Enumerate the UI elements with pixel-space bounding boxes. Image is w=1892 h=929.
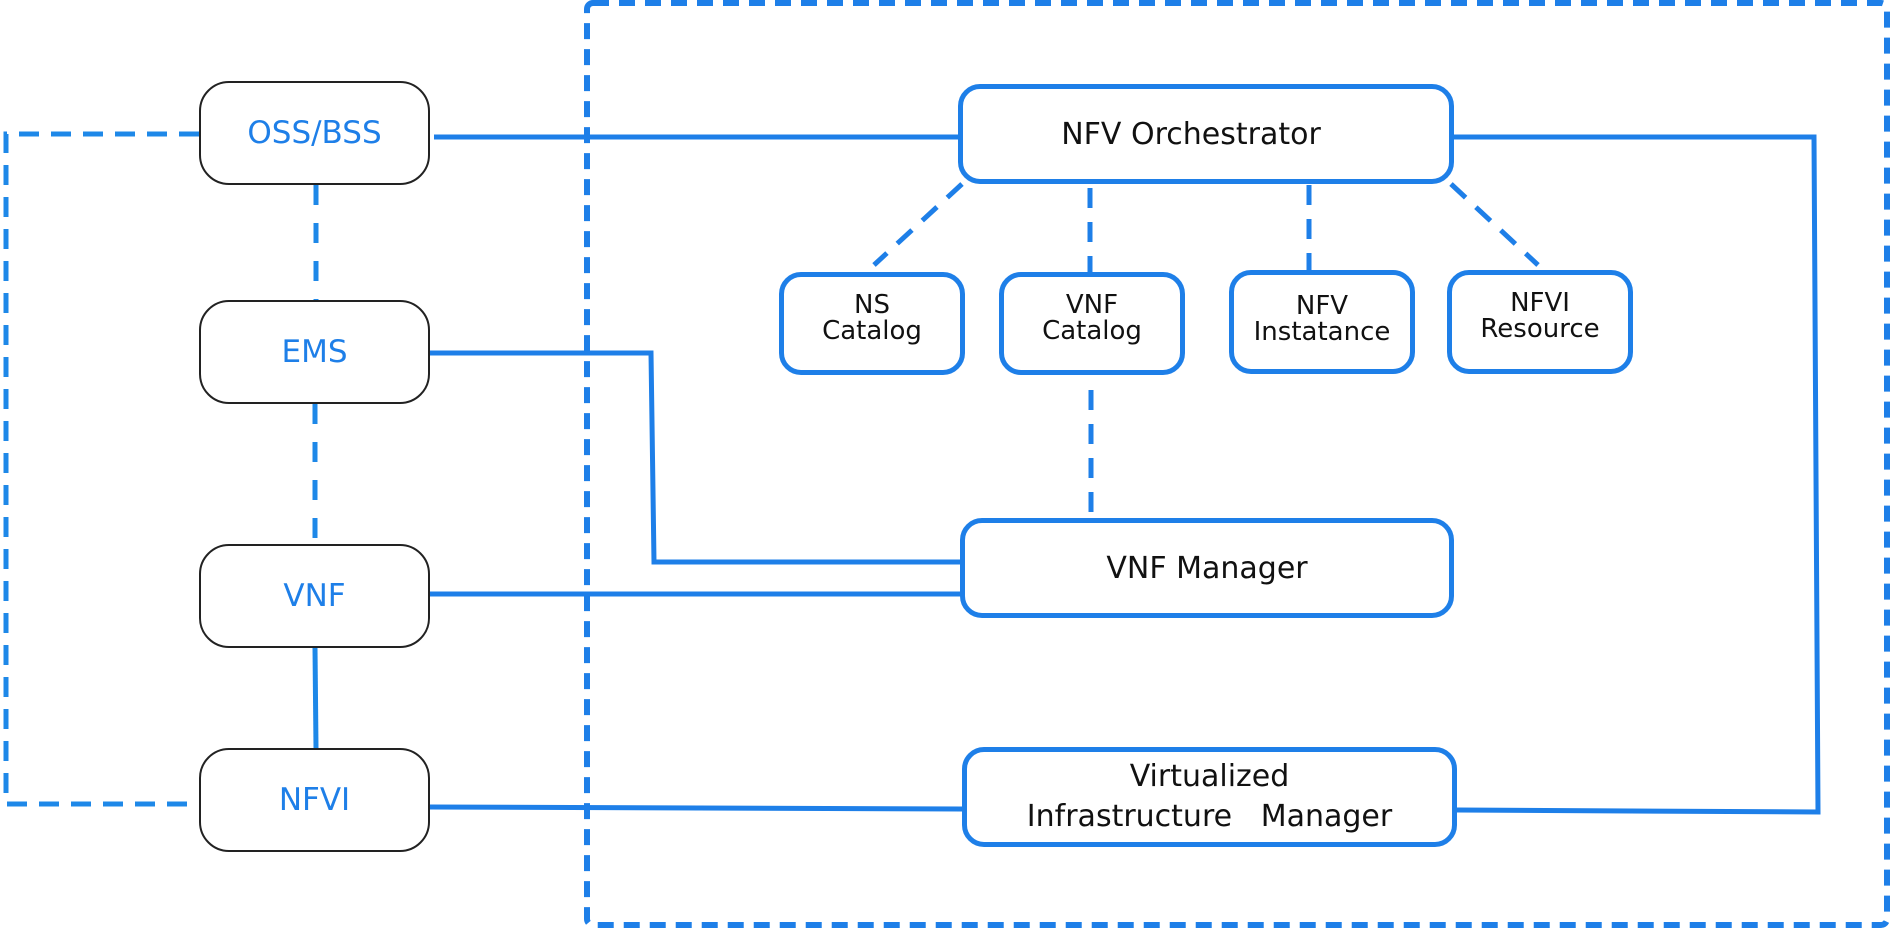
ems-label: EMS <box>281 334 348 370</box>
nfvi-to-vim-link <box>429 804 963 812</box>
nfvi-node[interactable]: NFVI <box>199 748 430 852</box>
vnf-label: VNF <box>283 578 346 614</box>
vim-line2: Infrastructure Manager <box>1026 799 1393 834</box>
nfvi-resource-line1: NFVI <box>1510 288 1570 318</box>
vnf-catalog-line2: Catalog <box>1042 315 1142 346</box>
nfv-orchestrator-node[interactable]: NFV Orchestrator <box>958 84 1454 184</box>
oss-bss-node[interactable]: OSS/BSS <box>199 81 430 185</box>
oss-bss-label: OSS/BSS <box>247 115 382 151</box>
nfvi-label: NFVI <box>278 782 351 818</box>
orchestrator-to-ns-catalog-link <box>872 182 964 267</box>
vnf-catalog-line1: VNF <box>1065 289 1119 320</box>
vnf-manager-node[interactable]: VNF Manager <box>960 518 1454 618</box>
nfv-instance-node[interactable]: NFV Instatance <box>1229 270 1415 374</box>
orchestrator-to-vim-link <box>1454 134 1821 815</box>
mano-boundary <box>584 0 1890 928</box>
oss-to-nfvi-dashed-link <box>3 131 199 807</box>
ns-catalog-node[interactable]: NS Catalog <box>779 272 965 375</box>
ns-catalog-line1: NS <box>854 289 890 320</box>
ns-catalog-line2: Catalog <box>822 315 922 346</box>
orchestrator-to-nfvi-resource-link <box>1449 182 1540 267</box>
nfvi-resource-line2: Resource <box>1480 314 1600 344</box>
vim-node[interactable]: Virtualized Infrastructure Manager <box>962 747 1457 847</box>
nfv-instance-line1: NFV <box>1295 291 1349 321</box>
nfv-orchestrator-label: NFV Orchestrator <box>1061 116 1321 152</box>
vnf-catalog-node[interactable]: VNF Catalog <box>999 272 1185 375</box>
vnf-to-nfvi-link <box>312 647 319 749</box>
nfvi-resource-node[interactable]: NFVI Resource <box>1447 270 1633 374</box>
vnf-manager-label: VNF Manager <box>1106 550 1308 586</box>
ems-to-vnfm-link <box>430 350 960 565</box>
ems-node[interactable]: EMS <box>199 300 430 404</box>
vim-line1: Virtualized <box>1129 758 1290 794</box>
nfv-instance-line2: Instatance <box>1253 317 1391 347</box>
vnf-node[interactable]: VNF <box>199 544 430 648</box>
